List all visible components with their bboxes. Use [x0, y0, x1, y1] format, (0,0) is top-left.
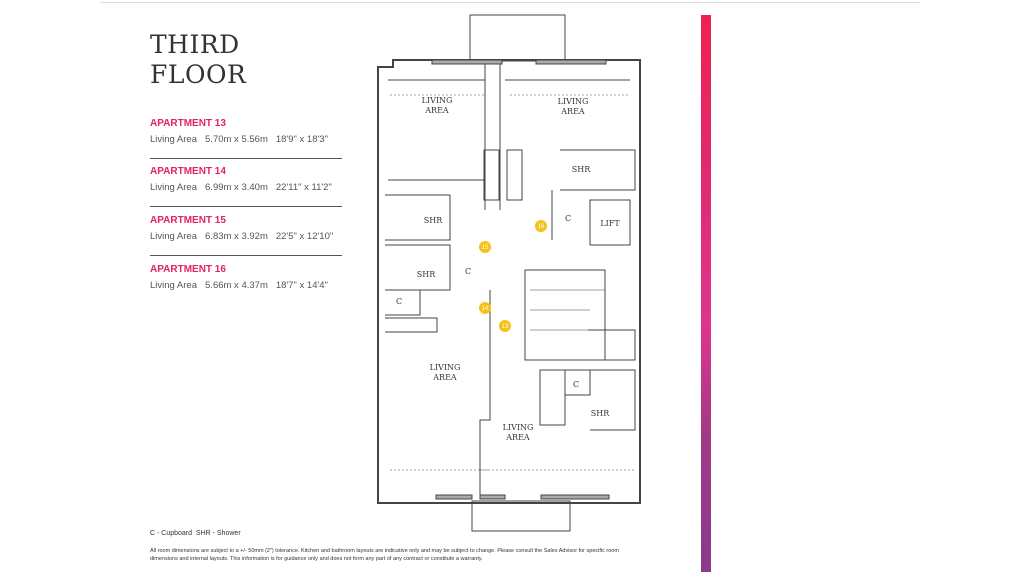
apt-15-kitchen	[539, 369, 591, 426]
room-label-lift: LIFT	[600, 219, 620, 228]
marker-16	[535, 220, 547, 232]
title-line-1: THIRD	[150, 30, 240, 59]
dim-imperial: 18'9" x 18'3"	[275, 134, 328, 145]
disclaimer: All room dimensions are subject to a +/-…	[150, 548, 619, 562]
room-labels: LIVING AREA LIVING AREA LIVING AREA LIVI…	[396, 96, 620, 442]
apartment-name: APARTMENT 16	[150, 264, 226, 275]
dim-imperial: 22'11" x 11'2"	[275, 182, 332, 193]
apartment-14: APARTMENT 14 Living Area 6.99m x 3.40m 22'…	[150, 166, 342, 207]
apartment-15: APARTMENT 15 Living Area 6.83m x 3.92m 22'…	[150, 215, 342, 256]
party-wall	[484, 60, 501, 210]
room-label-living: LIVING	[430, 363, 461, 372]
room-label-area: AREA	[432, 373, 457, 382]
dim-metric: 6.83m x 3.92m	[205, 231, 268, 242]
dim-imperial: 22'5" x 12'10"	[275, 231, 334, 242]
stairs	[530, 289, 605, 331]
dim-metric: 5.70m x 5.56m	[205, 134, 268, 145]
top-balcony	[469, 14, 566, 62]
window	[431, 59, 503, 65]
walls	[377, 14, 641, 532]
brand-gradient-bar	[701, 15, 711, 572]
marker-15	[479, 241, 491, 253]
window	[479, 494, 506, 500]
room-label-area: AREA	[560, 107, 585, 116]
dim-metric: 5.66m x 4.37m	[205, 280, 268, 291]
apartment-13: APARTMENT 13 Living Area 5.70m x 5.56m 18'…	[150, 118, 342, 159]
dim-label: Living Area	[150, 182, 198, 193]
apartment-name: APARTMENT 14	[150, 166, 226, 177]
room-label-shr: SHR	[424, 216, 443, 225]
abbreviation-legend: C - Cupboard SHR - Shower	[150, 530, 241, 537]
legend-cupboard: C - Cupboard	[150, 530, 193, 537]
core-walls	[479, 269, 636, 495]
room-label-shr: SHR	[572, 165, 591, 174]
window	[435, 494, 473, 500]
marker-13-label: 13	[502, 324, 509, 330]
apt-14-walls	[385, 244, 451, 333]
window	[540, 494, 610, 500]
room-label-c: C	[396, 297, 402, 306]
room-label-c: C	[573, 380, 579, 389]
dim-label: Living Area	[150, 231, 198, 242]
dim-label: Living Area	[150, 280, 198, 291]
apartment-name: APARTMENT 15	[150, 215, 226, 226]
dim-label: Living Area	[150, 134, 198, 145]
dim-imperial: 18'7" x 14'4"	[275, 280, 328, 291]
room-label-shr: SHR	[417, 270, 436, 279]
top-rule	[100, 2, 920, 3]
marker-16-label: 16	[538, 224, 545, 230]
kitchens	[483, 149, 523, 201]
room-label-c: C	[565, 214, 571, 223]
room-label-area: AREA	[505, 433, 530, 442]
apartment-name: APARTMENT 13	[150, 118, 226, 129]
room-label-living: LIVING	[558, 97, 589, 106]
door-markers: 16 15 14 13	[479, 220, 547, 332]
room-label-living: LIVING	[503, 423, 534, 432]
apt-16-walls	[505, 79, 636, 246]
dim-metric: 6.99m x 3.40m	[205, 182, 268, 193]
title-line-2: FLOOR	[150, 60, 247, 89]
marker-14	[479, 302, 491, 314]
dashed-lines	[390, 94, 635, 471]
room-label-c: C	[465, 267, 471, 276]
page-title: THIRD FLOOR	[150, 30, 246, 90]
room-label-area: AREA	[424, 106, 449, 115]
room-label-living: LIVING	[422, 96, 453, 105]
marker-14-label: 14	[482, 306, 489, 312]
window	[535, 59, 607, 65]
apartment-16: APARTMENT 16 Living Area 5.66m x 4.37m 18'…	[150, 264, 342, 304]
legend-shower: SHR - Shower	[195, 530, 241, 537]
room-label-shr: SHR	[591, 409, 610, 418]
marker-13	[499, 320, 511, 332]
bottom-balcony	[471, 500, 571, 532]
outer-wall	[377, 59, 641, 504]
marker-15-label: 15	[482, 245, 489, 251]
